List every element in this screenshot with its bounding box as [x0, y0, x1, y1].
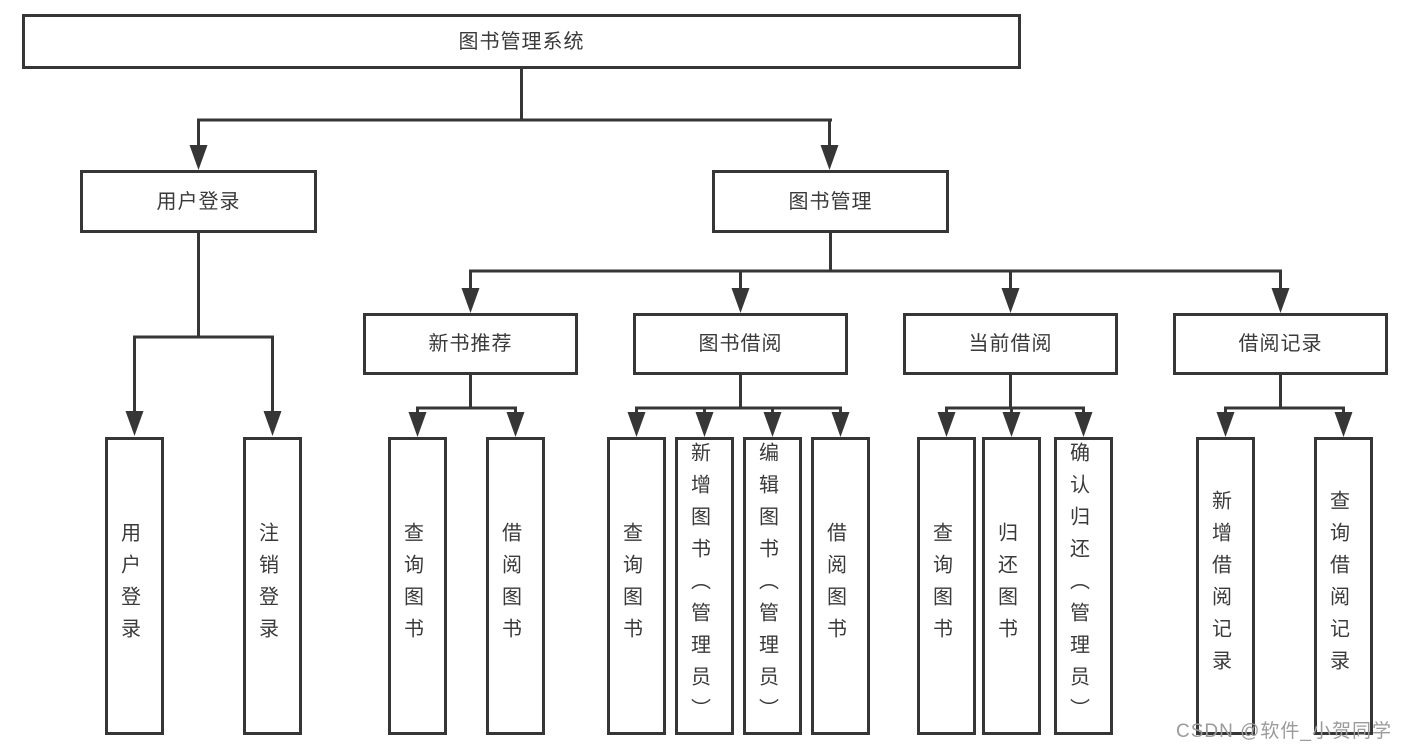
- leaf-add-book-admin-label: 新增图书（管理员）: [687, 442, 710, 730]
- node-user-login-branch: 用户登录: [80, 170, 317, 233]
- node-book-management: 图书管理: [712, 170, 949, 233]
- leaf-query-book-current-label: 查询图书: [929, 522, 952, 650]
- node-new-book-recommendation-label: 新书推荐: [428, 333, 513, 355]
- node-root-system: 图书管理系统: [22, 14, 1021, 69]
- node-borrowing-records: 借阅记录: [1173, 313, 1388, 375]
- leaf-query-book-borrowing: 查询图书: [607, 437, 666, 735]
- node-root-system-label: 图书管理系统: [458, 30, 585, 53]
- node-book-borrowing: 图书借阅: [633, 313, 848, 375]
- leaf-query-borrow-record-label: 查询借阅记录: [1326, 490, 1349, 682]
- leaf-query-book-current: 查询图书: [917, 437, 976, 735]
- leaf-return-book-label: 归还图书: [994, 522, 1017, 650]
- leaf-confirm-return-admin-label: 确认归还（管理员）: [1066, 442, 1089, 730]
- leaf-user-login-label: 用户登录: [117, 522, 140, 650]
- leaf-return-book: 归还图书: [982, 437, 1041, 735]
- arrowheads: [125, 145, 1353, 437]
- leaf-edit-book-admin-label: 编辑图书（管理员）: [755, 442, 778, 730]
- node-book-borrowing-label: 图书借阅: [698, 333, 783, 355]
- csdn-watermark: CSDN @软件_小贺同学: [1176, 721, 1392, 742]
- leaf-add-borrow-record-label: 新增借阅记录: [1208, 490, 1231, 682]
- node-borrowing-records-label: 借阅记录: [1238, 333, 1323, 355]
- node-current-borrowing-label: 当前借阅: [968, 333, 1053, 355]
- leaf-confirm-return-admin: 确认归还（管理员）: [1054, 437, 1113, 735]
- leaf-add-borrow-record: 新增借阅记录: [1196, 437, 1255, 735]
- node-user-login-branch-label: 用户登录: [156, 190, 241, 213]
- node-new-book-recommendation: 新书推荐: [363, 313, 578, 375]
- leaf-query-book-recommend-label: 查询图书: [400, 522, 423, 650]
- leaf-borrow-book: 借阅图书: [811, 437, 870, 735]
- node-book-management-label: 图书管理: [788, 190, 873, 213]
- leaf-logout: 注销登录: [243, 437, 302, 735]
- leaf-add-book-admin: 新增图书（管理员）: [675, 437, 734, 735]
- leaf-user-login: 用户登录: [105, 437, 164, 735]
- leaf-logout-label: 注销登录: [255, 522, 278, 650]
- leaf-borrow-book-recommend-label: 借阅图书: [498, 522, 521, 650]
- leaf-query-borrow-record: 查询借阅记录: [1314, 437, 1373, 735]
- node-current-borrowing: 当前借阅: [903, 313, 1118, 375]
- leaf-query-book-recommend: 查询图书: [388, 437, 447, 735]
- leaf-borrow-book-recommend: 借阅图书: [486, 437, 545, 735]
- leaf-query-book-borrowing-label: 查询图书: [619, 522, 642, 650]
- leaf-borrow-book-label: 借阅图书: [823, 522, 846, 650]
- leaf-edit-book-admin: 编辑图书（管理员）: [743, 437, 802, 735]
